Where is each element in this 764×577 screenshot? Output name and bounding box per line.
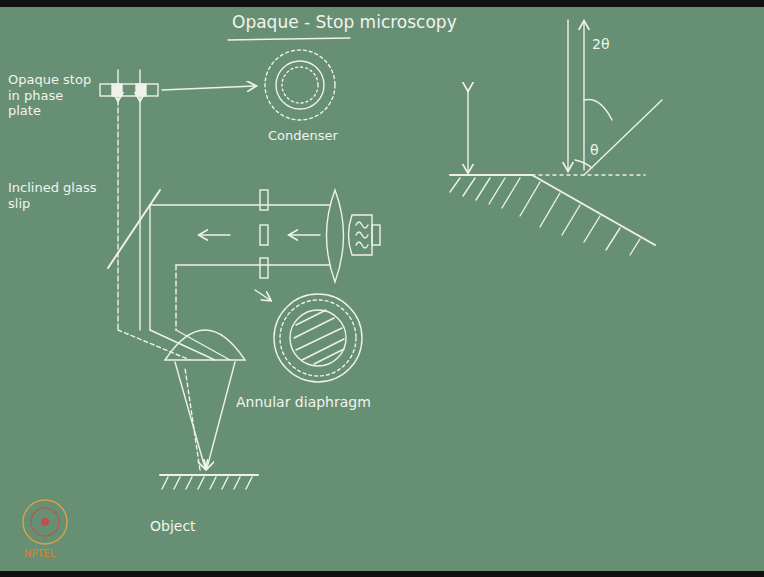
board-frame xyxy=(0,571,764,577)
incident-ray xyxy=(567,20,568,170)
angle-arc xyxy=(584,99,612,120)
ray xyxy=(139,100,140,330)
part-label: Annular diaphragm xyxy=(236,394,371,411)
lamp-base xyxy=(372,225,380,245)
part-label: Inclined glass slip xyxy=(8,180,98,211)
reference-line xyxy=(532,174,645,175)
part-label: Condenser xyxy=(268,128,338,144)
ray xyxy=(117,100,118,330)
ray xyxy=(185,368,200,470)
board-frame xyxy=(0,0,764,7)
opaque-stop xyxy=(112,84,122,96)
phase-plate-view xyxy=(265,50,335,120)
phase-plate-view xyxy=(282,67,318,103)
ray xyxy=(117,70,118,100)
beam-arrow xyxy=(200,234,230,235)
reflected-ray xyxy=(584,100,662,175)
title-underline xyxy=(228,38,350,40)
double-arrow xyxy=(467,90,468,172)
filament xyxy=(356,222,368,248)
hatching xyxy=(162,477,252,489)
logo xyxy=(23,500,67,544)
part-label: Object xyxy=(150,518,196,535)
angle-arc xyxy=(575,160,592,168)
ray xyxy=(150,330,215,360)
leader-line xyxy=(255,290,270,300)
glass-slip xyxy=(108,190,160,268)
phase-plate xyxy=(100,84,158,96)
beam xyxy=(150,204,330,205)
beam-arrow xyxy=(290,234,320,235)
phase-plate-view xyxy=(276,61,324,109)
angle-label: 2θ xyxy=(592,36,609,53)
leader-line xyxy=(162,86,255,90)
diaphragm xyxy=(260,225,268,245)
condenser-lens xyxy=(327,190,344,282)
board-title: Opaque - Stop microscopy xyxy=(232,12,457,32)
ray xyxy=(175,362,205,468)
diaphragm xyxy=(260,190,268,210)
annular-diaphragm-view xyxy=(280,300,356,376)
annular-diaphragm-view xyxy=(274,294,362,382)
ray xyxy=(583,22,584,170)
logo-text: NPTEL xyxy=(24,548,56,560)
ray xyxy=(176,330,230,360)
hatching xyxy=(450,178,640,255)
annular-diaphragm-view xyxy=(290,310,346,366)
beam xyxy=(176,264,330,265)
surface xyxy=(450,174,532,176)
ray xyxy=(175,265,176,330)
ray xyxy=(118,330,190,360)
angle-label: θ xyxy=(590,142,599,159)
diaphragm xyxy=(260,258,268,278)
lamp xyxy=(349,215,373,255)
logo xyxy=(31,508,59,536)
opaque-stop xyxy=(136,84,146,96)
logo xyxy=(41,518,49,526)
object-surface xyxy=(160,474,258,476)
ray xyxy=(207,362,235,468)
part-label: Opaque stop in phase plate xyxy=(8,72,96,119)
hatching xyxy=(294,310,344,364)
ray xyxy=(149,205,150,330)
ray xyxy=(139,70,140,100)
